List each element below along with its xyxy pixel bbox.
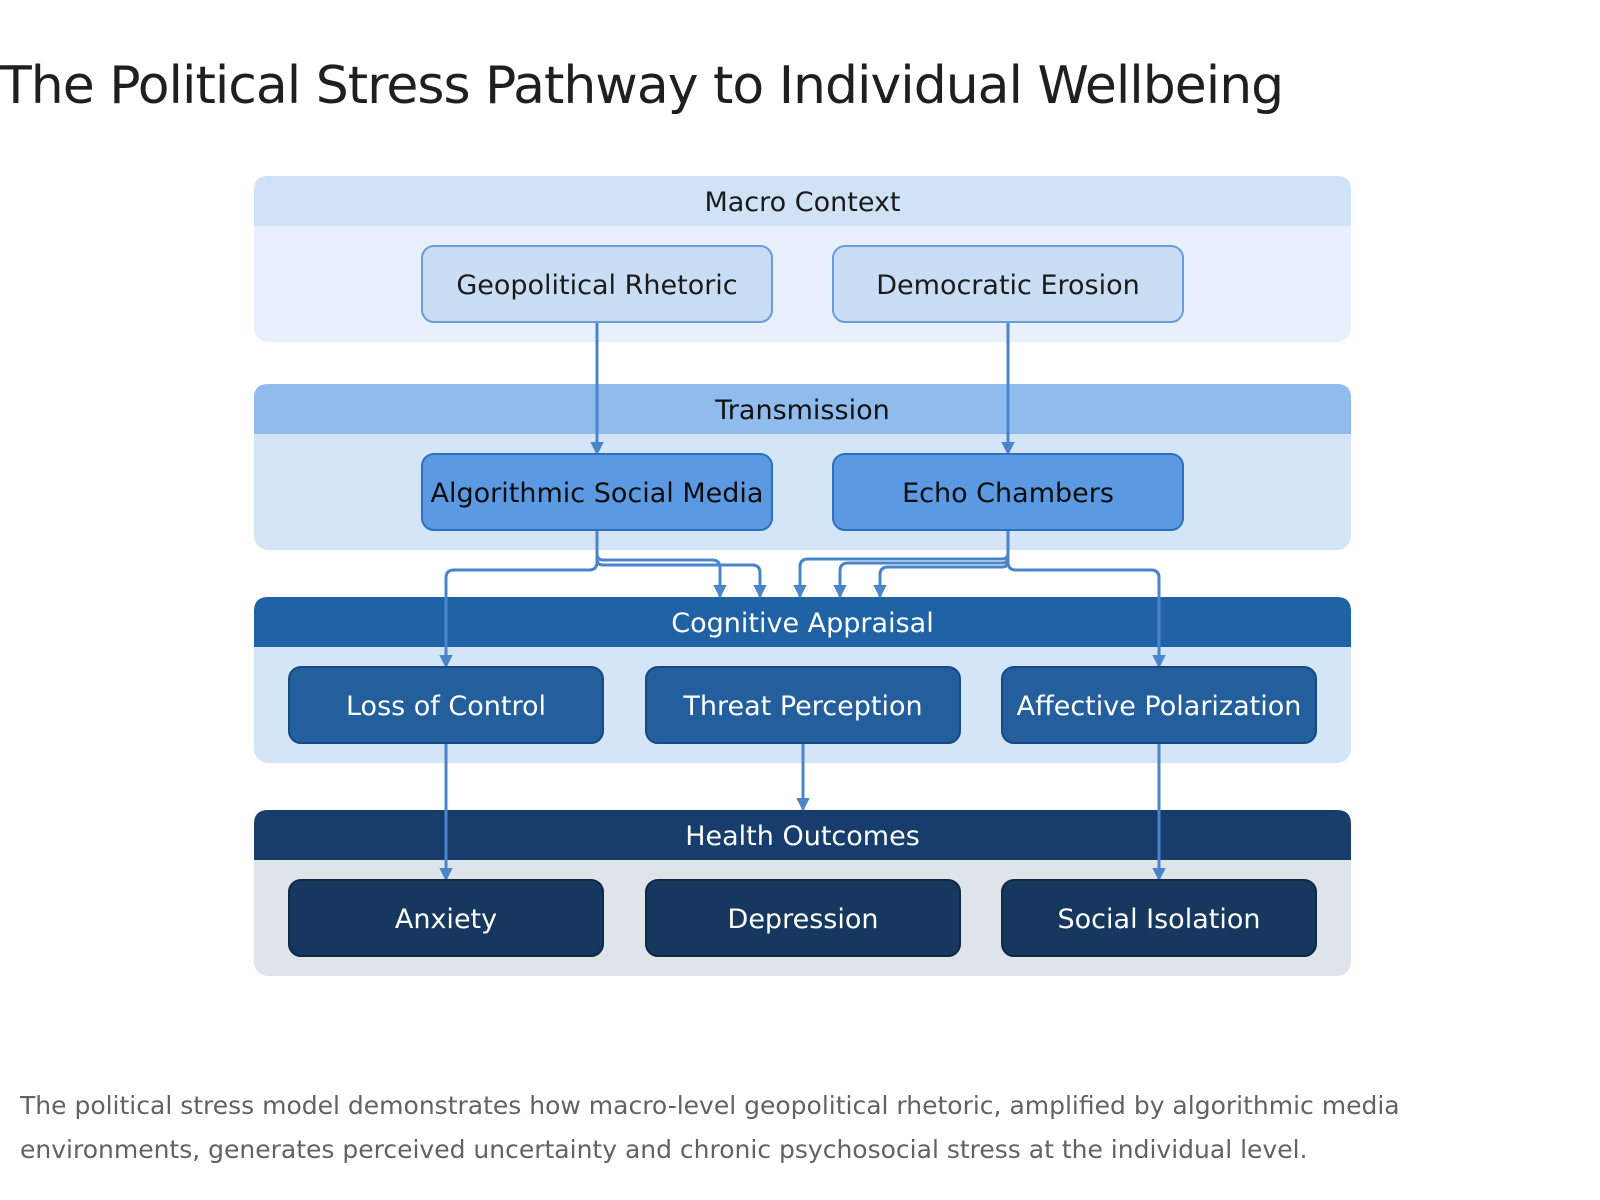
node-box <box>832 453 1184 531</box>
node-depression: Depression <box>645 879 961 957</box>
node-label: Echo Chambers <box>902 478 1114 509</box>
node-box <box>832 245 1184 323</box>
layer-title: Cognitive Appraisal <box>671 608 933 639</box>
node-affective-polarization: Affective Polarization <box>1001 666 1317 744</box>
node-label: Anxiety <box>395 904 497 935</box>
node-label: Threat Perception <box>682 691 922 722</box>
diagram-nodes: Geopolitical Rhetoric Democratic ErosionA… <box>288 245 1317 957</box>
node-box <box>288 879 604 957</box>
node-threat-perception: Threat Perception <box>645 666 961 744</box>
arrow-social-media-to-loss-of-control <box>439 530 599 669</box>
node-box <box>288 666 604 744</box>
node-geopolitical-rhetoric: Geopolitical Rhetoric <box>421 245 773 323</box>
layer-header <box>254 176 1351 226</box>
node-box <box>421 453 773 531</box>
node-label: Democratic Erosion <box>876 270 1140 301</box>
node-anxiety: Anxiety <box>288 879 604 957</box>
layer-title: Transmission <box>714 395 889 426</box>
node-box <box>1001 666 1317 744</box>
arrow-echo-chambers-to-appraisal-3 <box>873 530 1010 599</box>
connector-arrows <box>439 322 1166 882</box>
layer-macro-context: Macro Context <box>254 176 1351 342</box>
node-box <box>645 879 961 957</box>
node-democratic-erosion: Democratic Erosion <box>832 245 1184 323</box>
node-box <box>421 245 773 323</box>
node-label: Depression <box>728 904 879 935</box>
node-box <box>645 666 961 744</box>
figure-caption: The political stress model demonstrates … <box>20 1091 1400 1164</box>
node-loss-of-control: Loss of Control <box>288 666 604 744</box>
arrow-social-media-to-appraisal-2 <box>595 530 767 599</box>
node-label: Loss of Control <box>346 691 546 722</box>
node-label: Geopolitical Rhetoric <box>456 270 737 301</box>
layer-header <box>254 810 1351 860</box>
node-box <box>1001 879 1317 957</box>
layer-transmission: Transmission <box>254 384 1351 550</box>
layer-header <box>254 597 1351 647</box>
layer-title: Macro Context <box>704 187 900 218</box>
node-echo-chambers: Echo Chambers <box>832 453 1184 531</box>
node-label: Social Isolation <box>1058 904 1261 935</box>
layer-header <box>254 384 1351 434</box>
node-label: Algorithmic Social Media <box>431 478 764 509</box>
node-algorithmic-social-media: Algorithmic Social Media <box>421 453 773 531</box>
node-label: Affective Polarization <box>1017 691 1302 722</box>
node-social-isolation: Social Isolation <box>1001 879 1317 957</box>
layer-title: Health Outcomes <box>685 821 920 852</box>
page-title: The Political Stress Pathway to Individu… <box>0 56 1284 116</box>
